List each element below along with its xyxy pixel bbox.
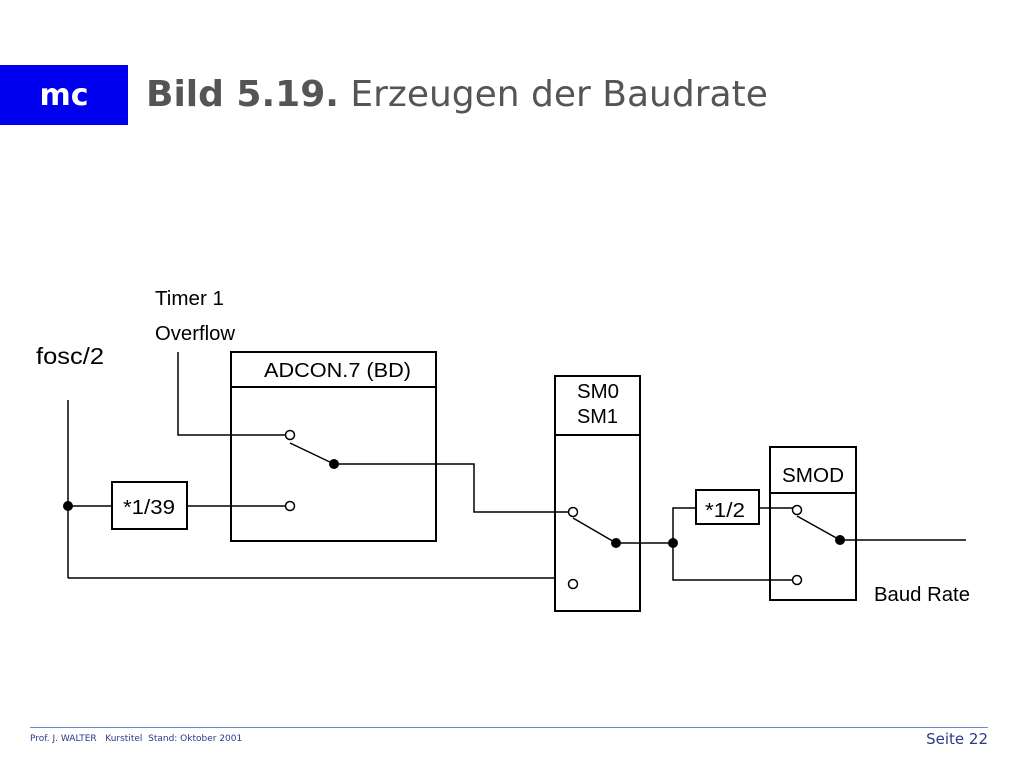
figure-caption: Erzeugen der Baudrate [350,74,768,115]
blocks [111,351,857,612]
adcon-label: ADCON.7 (BD) [264,360,411,382]
wires [67,352,966,581]
contacts [284,429,803,590]
page-number: Seite 22 [926,730,988,748]
smod-label: SMOD [782,465,844,487]
sm-out-junction-dot [668,538,678,548]
mc-logo: mc [0,65,128,125]
wire-bd-to-sm [334,463,568,513]
smod-switch-arm [796,515,841,541]
div2-block [695,489,760,525]
timer1-overflow-wire [177,352,286,436]
bd-contact-timer [284,429,296,441]
sm-block [554,375,641,612]
sm1-label: SM1 [577,406,618,428]
slide-title: Bild 5.19. Erzeugen der Baudrate [146,74,768,115]
div2-label: *1/2 [705,500,745,522]
smod-contact-lower [791,574,803,586]
bd-contact-div39 [284,500,296,512]
bd-switch-arm [289,442,335,465]
wire-smod-direct [672,543,793,581]
junctions [63,459,845,548]
sm-contact-upper [567,506,579,518]
timer1-label: Timer 1 [155,288,224,310]
sm-pivot-dot [611,538,621,548]
footer-divider [30,727,988,728]
figure-number: Bild 5.19. [146,74,339,115]
baud-rate-label: Baud Rate [874,584,970,606]
fosc-junction-dot [63,501,73,511]
fosc-label: fosc/2 [36,343,104,369]
div39-label: *1/39 [123,497,175,519]
sm-contact-lower [567,578,579,590]
footer-credits: Prof. J. WALTER Kurstitel Stand: Oktober… [30,734,243,744]
div39-block [111,481,188,530]
adcon-block [230,351,437,542]
smod-block [769,446,857,601]
sm-switch-arm [572,517,617,544]
smod-contact-upper [791,504,803,516]
smod-pivot-dot [835,535,845,545]
labels: fosc/2 Timer 1 Overflow ADCON.7 (BD) SM0… [36,288,970,606]
bd-pivot-dot [329,459,339,469]
overflow-label: Overflow [155,323,236,345]
wire-to-div2 [672,507,696,543]
sm0-label: SM0 [577,381,619,403]
